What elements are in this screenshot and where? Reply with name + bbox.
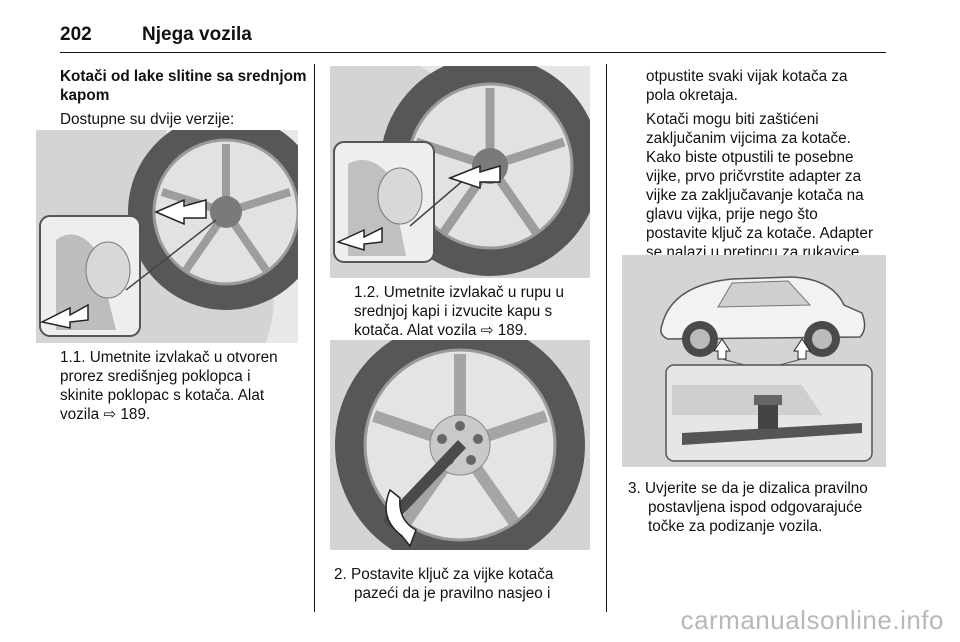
- intro-text: Dostupne su dvije verzije:: [60, 111, 235, 128]
- locking-bolts-paragraph: Kotači mogu biti zaštićeni zaključanim v…: [646, 111, 874, 261]
- column-divider: [606, 64, 607, 612]
- step-2-continuation: otpustite svaki vijak kotača za pola okr…: [646, 68, 848, 104]
- watermark: carmanualsonline.info: [680, 605, 944, 635]
- wheel-cap-removal-illustration-1: [36, 130, 298, 343]
- page-header: 202 Njega vozila: [60, 22, 886, 53]
- jack-position-illustration: [622, 255, 886, 467]
- page-title: Njega vozila: [142, 24, 252, 45]
- step-3-text: 3. Uvjerite se da je dizalica pravilno p…: [628, 480, 868, 535]
- step-2-text: 2. Postavite ključ za vijke kotača pazeć…: [334, 566, 554, 602]
- wheel-wrench-illustration: [330, 340, 590, 550]
- caption-step-1-1: 1.1. Umetnite izvlakač u otvoren prorez …: [60, 349, 278, 423]
- section-heading: Kotači od lake slitine sa srednjom kapom: [60, 68, 307, 104]
- caption-step-1-2: 1.2. Umetnite izvlakač u rupu u srednjoj…: [354, 284, 565, 339]
- wheel-cap-removal-illustration-2: [330, 66, 590, 278]
- page-number: 202: [60, 24, 92, 45]
- column-divider: [314, 64, 315, 612]
